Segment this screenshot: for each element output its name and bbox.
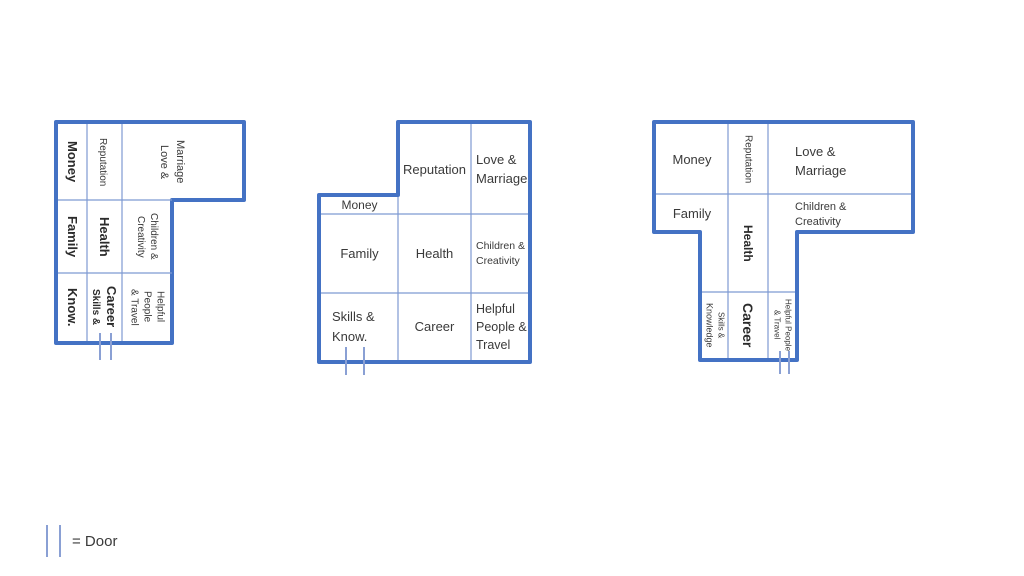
- cell-label-line: Skills &: [90, 288, 101, 326]
- cell-label-line: Know.: [332, 328, 368, 344]
- cell-label-line: Travel: [476, 337, 511, 352]
- cell-label: Know.: [65, 287, 80, 327]
- cell-label-line: & Travel: [772, 310, 782, 340]
- cell-label: Reputation: [742, 134, 754, 184]
- cell-label-line: People: [141, 291, 153, 323]
- cell-reputation: Reputation: [398, 124, 471, 214]
- cell-label: Family: [65, 215, 80, 258]
- cell-health: Health: [87, 200, 122, 273]
- cell-label: Family: [340, 246, 379, 261]
- cell-money: Money: [58, 124, 87, 200]
- cell-money: Money: [656, 124, 728, 194]
- cell-label-line: Creativity: [135, 215, 146, 258]
- cell-family: Family: [321, 214, 398, 293]
- cell-knowledge: Know.: [58, 273, 87, 341]
- cell-label-line: Marriage: [174, 140, 186, 184]
- cell-money: Money: [321, 196, 398, 214]
- cell-family: Family: [58, 200, 87, 273]
- cell-helpful-people-travel: & Travel People Helpful: [122, 273, 172, 341]
- cell-love-marriage: Love & Marriage: [795, 142, 915, 180]
- cell-love-marriage: Love & Marriage: [474, 124, 534, 214]
- cell-label-line: Marriage: [795, 163, 847, 178]
- cell-label-line: Love &: [795, 144, 836, 159]
- legend-label: = Door: [72, 532, 118, 550]
- cell-health: Health: [398, 214, 471, 293]
- cell-label: Career: [414, 319, 455, 334]
- cell-health: Health: [728, 194, 768, 292]
- floor-plan-outline: [652, 120, 915, 362]
- door-line: [363, 347, 365, 375]
- cell-love-marriage: Love & Marriage: [122, 124, 222, 200]
- cell-helpful-people-travel: Helpful People & Travel: [474, 293, 534, 360]
- legend: = Door: [46, 524, 117, 558]
- cell-label-line: Creativity: [795, 216, 841, 228]
- cell-skills-knowledge: Skills & Know.: [321, 293, 409, 360]
- cell-label: Health: [741, 224, 755, 262]
- cell-label-line: Love &: [476, 152, 517, 167]
- cell-label-line: Helpful People: [783, 298, 793, 352]
- cell-label-line: Skills &: [716, 311, 726, 339]
- cell-label-line: Helpful: [476, 301, 515, 316]
- cell-label-line: Creativity: [476, 254, 520, 267]
- cell-label: Career: [740, 302, 756, 348]
- bagua-plan-rotated: Money Reputation Love & Marriage Family …: [54, 120, 254, 370]
- cell-label: Money: [341, 198, 378, 212]
- cell-label-line: Children &: [148, 213, 159, 260]
- cell-children-creativity: Children & Creativity: [795, 200, 915, 230]
- cell-label: Money: [65, 141, 80, 183]
- cell-label-line: & Travel: [128, 288, 140, 326]
- cell-label: Health: [97, 216, 112, 257]
- cell-label-line: Helpful: [154, 291, 166, 323]
- outer-wall-border: [317, 120, 532, 364]
- cell-label: Money: [672, 151, 712, 167]
- door-line: [779, 351, 781, 374]
- door-line: [110, 333, 112, 360]
- door-line: [99, 333, 101, 360]
- cell-helpful-people-travel: & Travel Helpful People: [768, 292, 797, 358]
- outer-wall-border: [652, 120, 915, 362]
- cell-skills-knowledge: Knowledge Skills &: [702, 292, 728, 358]
- cell-label-line: Children &: [795, 201, 847, 213]
- cell-label: Health: [415, 246, 454, 261]
- floor-plan-outline: [317, 120, 532, 364]
- cell-reputation: Reputation: [83, 124, 122, 200]
- cell-label-line: Skills &: [332, 308, 375, 324]
- cell-label: Reputation: [403, 161, 466, 177]
- cell-label-line: Knowledge: [704, 302, 715, 348]
- cell-children-creativity: Creativity Children &: [122, 200, 172, 273]
- cell-label-line: People &: [476, 319, 527, 334]
- cell-family: Family: [656, 194, 728, 232]
- door-line: [59, 525, 61, 557]
- door-line: [345, 347, 347, 375]
- cell-label-line: Children &: [476, 239, 526, 252]
- cell-label-line: Career: [104, 286, 119, 328]
- cell-career: Career: [728, 292, 768, 358]
- cell-reputation: Reputation: [728, 124, 768, 194]
- cell-label: Family: [672, 205, 712, 221]
- cell-label-line: Marriage: [476, 171, 528, 186]
- cell-label-line: Love &: [158, 144, 170, 180]
- bagua-plan-t-shape: Money Reputation Love & Marriage Family …: [650, 118, 922, 378]
- cell-label: Reputation: [97, 137, 108, 187]
- door-line: [788, 351, 790, 374]
- cell-career: Career: [398, 293, 471, 360]
- door-line: [46, 525, 48, 557]
- bagua-plan-upright: Money Reputation Love & Marriage Family …: [315, 118, 540, 378]
- cell-children-creativity: Children & Creativity: [474, 214, 534, 293]
- floor-plan-outline: [54, 120, 246, 345]
- cell-career: Skills & Career: [87, 273, 122, 341]
